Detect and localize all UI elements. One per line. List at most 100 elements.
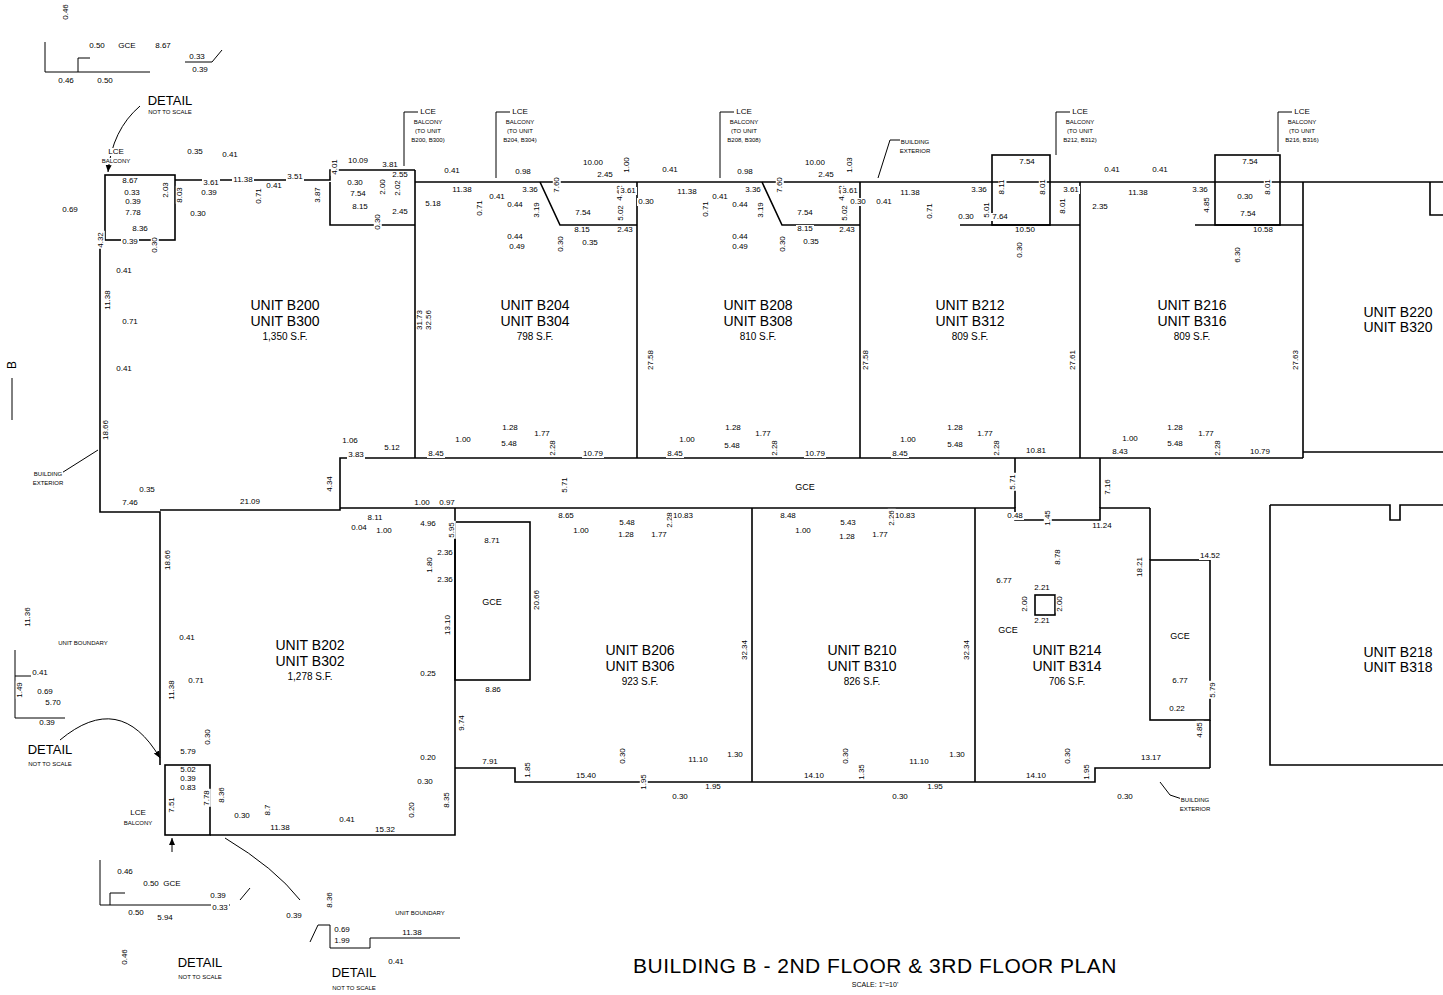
dimension-text: 0.20: [408, 801, 416, 819]
dimension-text: 1.28: [1166, 424, 1184, 432]
dimension-text: 27.58: [647, 349, 655, 371]
dimension-text: 10.58: [1252, 226, 1274, 234]
dimension-text: 10.00: [804, 159, 826, 167]
dimension-text: 1.80: [426, 556, 434, 574]
dimension-text: 3.61: [1062, 186, 1080, 194]
dimension-text: 1.28: [946, 424, 964, 432]
dimension-text: 7.78: [124, 209, 142, 217]
dimension-text: 7.78: [203, 789, 211, 807]
dimension-text: 0.39: [124, 198, 142, 206]
dimension-text: 7.64: [991, 213, 1009, 221]
dimension-text: LCE: [419, 108, 437, 116]
plan-note: NOT TO SCALE: [331, 985, 377, 991]
plan-note: (TO UNIT: [730, 128, 758, 134]
dimension-text: 13.17: [1140, 754, 1162, 762]
dimension-text: 1.85: [524, 761, 532, 779]
dimension-text: 1.03: [846, 156, 854, 174]
dimension-text: LCE: [511, 108, 529, 116]
unit-name: UNIT B308: [724, 314, 793, 329]
dimension-text: 1.28: [617, 531, 635, 539]
dimension-text: 20.66: [533, 589, 541, 611]
dimension-text: 7.60: [776, 176, 784, 194]
unit-name: UNIT B208: [724, 298, 793, 313]
dimension-text: 1.77: [976, 430, 994, 438]
dimension-text: 3.19: [757, 201, 765, 219]
dimension-text: 7.46: [121, 499, 139, 507]
dimension-text: 0.41: [443, 167, 461, 175]
dimension-text: 0.44: [731, 201, 749, 209]
plan-note: BALCONY: [1065, 119, 1096, 125]
dimension-text: 27.58: [862, 349, 870, 371]
plan-note: EXTERIOR: [1179, 806, 1212, 812]
dimension-text: 7.54: [574, 209, 592, 217]
scale-note: SCALE: 1"=10': [851, 981, 899, 988]
unit-area: 706 S.F.: [1033, 676, 1102, 687]
dimension-text: 0.30: [1064, 747, 1072, 765]
dimension-text: 8.03: [176, 186, 184, 204]
dimension-text: 2.00: [379, 178, 387, 196]
dimension-text: 3.36: [970, 186, 988, 194]
dimension-text: 0.46: [62, 3, 70, 21]
unit-name: UNIT B220: [1364, 305, 1433, 320]
dimension-text: 0.30: [619, 747, 627, 765]
dimension-text: 0.30: [374, 213, 382, 231]
unit-name: UNIT B204: [501, 298, 570, 313]
dimension-text: 1.28: [838, 533, 856, 541]
unit-room: UNIT B206UNIT B306923 S.F.: [606, 643, 675, 687]
dimension-text: 0.50: [96, 77, 114, 85]
dimension-text: 2.03: [162, 181, 170, 199]
dimension-text: 11.38: [232, 176, 253, 184]
dimension-text: 0.30: [891, 793, 909, 801]
dimension-text: LCE: [129, 809, 147, 817]
dimension-text: 4.34: [326, 475, 334, 493]
dimension-text: 10.83: [894, 512, 916, 520]
common-area: GCE: [998, 626, 1018, 636]
dimension-text: 0.41: [338, 816, 356, 824]
dimension-text: 0.30: [557, 235, 565, 253]
dimension-text: 0.33: [188, 53, 206, 61]
dimension-text: 4.85: [1203, 196, 1211, 214]
unit-name: UNIT B210: [828, 643, 897, 658]
dimension-text: 3.36: [1191, 186, 1209, 194]
plan-note: B200, B300): [410, 137, 445, 143]
dimension-text: 18.66: [102, 419, 110, 441]
dimension-text: 0.41: [661, 166, 679, 174]
dimension-text: 0.44: [506, 233, 524, 241]
plan-note: B216, B316): [1284, 137, 1319, 143]
dimension-text: 15.32: [374, 826, 396, 834]
dimension-text: 10.50: [1014, 226, 1036, 234]
dimension-text: 2.21: [1033, 584, 1051, 592]
unit-room: UNIT B214UNIT B314706 S.F.: [1033, 643, 1102, 687]
dimension-text: 0.30: [849, 198, 867, 206]
dimension-text: 0.30: [189, 210, 207, 218]
dimension-text: LCE: [1071, 108, 1089, 116]
dimension-text: 1.00: [375, 527, 393, 535]
plan-note: EXTERIOR: [899, 148, 932, 154]
dimension-text: 18.21: [1136, 556, 1144, 578]
dimension-text: 0.41: [115, 365, 133, 373]
unit-name: UNIT B300: [251, 314, 320, 329]
dimension-text: 0.30: [1236, 193, 1254, 201]
dimension-text: 3.61: [202, 179, 220, 187]
dimension-text: 2.45: [817, 171, 835, 179]
dimension-text: 8.67: [154, 42, 172, 50]
dimension-text: 7.60: [553, 176, 561, 194]
plan-note: B208, B308): [726, 137, 761, 143]
dimension-text: 5.43: [839, 519, 857, 527]
dimension-text: 0.39: [179, 775, 197, 783]
dimension-text: 11.38: [676, 188, 697, 196]
dimension-text: 1.95: [640, 773, 648, 791]
dimension-text: 1.77: [871, 531, 889, 539]
dimension-text: 1.77: [533, 430, 551, 438]
dimension-text: 0.69: [36, 688, 54, 696]
dimension-text: 3.19: [533, 201, 541, 219]
detail-title: DETAIL: [331, 966, 378, 979]
dimension-text: 2.28: [771, 439, 779, 457]
dimension-text: 0.69: [333, 926, 351, 934]
plan-note: (TO UNIT: [1288, 128, 1316, 134]
dimension-text: 11.24: [1091, 522, 1112, 530]
dimension-text: 0.22: [1168, 705, 1186, 713]
dimension-text: 0.41: [711, 193, 729, 201]
plan-note: BUILDING: [33, 471, 63, 477]
dimension-text: 0.30: [1116, 793, 1134, 801]
